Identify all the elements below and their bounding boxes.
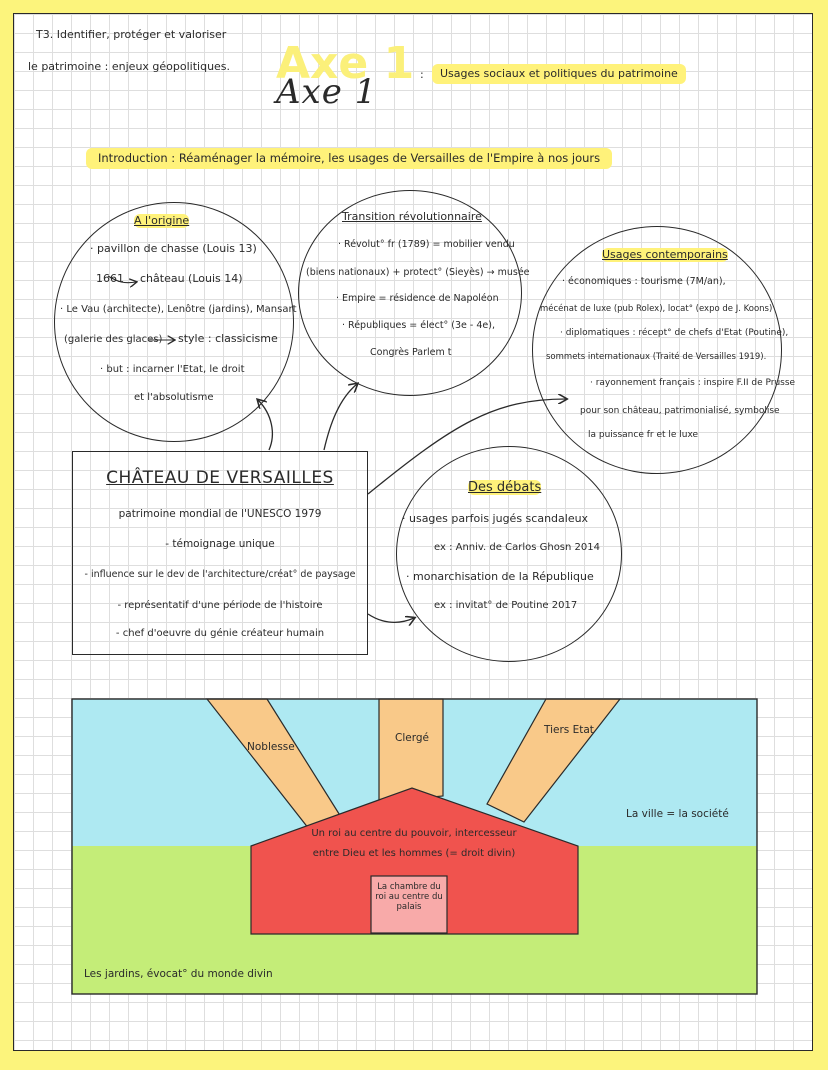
debats-line-2: ex : Anniv. de Carlos Ghosn 2014 <box>434 542 600 553</box>
origine-line-6: et l'absolutisme <box>134 392 214 403</box>
versailles-diagram <box>71 698 758 995</box>
label-noblesse: Noblesse <box>247 741 295 753</box>
label-roi-1: Un roi au centre du pouvoir, intercesseu… <box>311 828 517 839</box>
origine-line-5: · but : incarner l'Etat, le droit <box>100 364 245 375</box>
usages-circle <box>532 226 782 474</box>
course-line-1: T3. Identifier, protéger et valoriser <box>36 28 227 41</box>
usages-title: Usages contemporains <box>602 248 728 263</box>
arrow-to-origine <box>258 400 273 451</box>
usages-line-6: pour son château, patrimonialisé, symbol… <box>580 406 780 416</box>
origine-line-2b: château (Louis 14) <box>140 272 243 285</box>
origine-line-1: · pavillon de chasse (Louis 13) <box>90 242 257 255</box>
label-clerge: Clergé <box>395 732 429 744</box>
arrow-to-usages <box>367 399 566 495</box>
chateau-box <box>72 451 368 655</box>
arrow-to-transition <box>323 384 357 451</box>
usages-line-7: la puissance fr et le luxe <box>588 430 699 440</box>
origine-line-4a: (galerie des glaces) <box>64 334 163 345</box>
ray-clerge <box>378 698 444 803</box>
axe-title: Axe 1 <box>276 72 378 112</box>
notebook-page: T3. Identifier, protéger et valoriser le… <box>13 13 813 1051</box>
origine-line-4b: style : classicisme <box>178 332 278 345</box>
transition-line-5: Congrès Parlem t <box>370 347 452 358</box>
axe-subtitle: Usages sociaux et politiques du patrimoi… <box>432 64 686 85</box>
debats-title: Des débats <box>468 480 542 495</box>
arrow-to-debats <box>367 613 414 622</box>
usages-line-2: mécénat de luxe (pub Rolex), locat° (exp… <box>540 304 773 314</box>
label-chambre: La chambre du roi au centre du palais <box>375 882 443 913</box>
origine-line-2a: 1661 <box>96 272 124 285</box>
debats-line-1: · usages parfois jugés scandaleux <box>402 512 589 525</box>
usages-line-1: · économiques : tourisme (7M/an), <box>562 276 726 287</box>
label-tiers-etat: Tiers Etat <box>544 724 594 736</box>
axe-colon: : <box>420 68 424 81</box>
palace-shape <box>250 787 579 935</box>
transition-line-2: (biens nationaux) + protect° (Sieyès) → … <box>306 267 530 278</box>
arrow-1661 <box>107 275 136 283</box>
chateau-line-3: - influence sur le dev de l'architecture… <box>84 569 356 580</box>
chamber-box <box>370 875 448 934</box>
usages-line-5: · rayonnement français : inspire F.II de… <box>590 378 796 388</box>
transition-line-1: · Révolut° fr (1789) = mobilier vendu <box>338 239 515 250</box>
transition-line-3: · Empire = résidence de Napoléon <box>336 293 499 304</box>
connector-arrows <box>107 275 813 1051</box>
origine-line-3: · Le Vau (architecte), Lenôtre (jardins)… <box>60 304 297 315</box>
chateau-line-4: - représentatif d'une période de l'histo… <box>117 600 323 611</box>
axe-title-highlight: Axe 1 <box>276 38 415 89</box>
transition-circle <box>298 190 522 396</box>
transition-title: Transition révolutionnaire <box>342 210 482 223</box>
transition-line-4: · Républiques = élect° (3e - 4e), <box>342 320 495 331</box>
label-ville: La ville = la société <box>626 808 729 820</box>
chateau-line-5: - chef d'oeuvre du génie créateur humain <box>115 628 325 639</box>
label-roi-2: entre Dieu et les hommes (= droit divin) <box>312 848 516 859</box>
usages-line-3: · diplomatiques : récept° de chefs d'Eta… <box>560 328 789 338</box>
chateau-line-1: patrimoine mondial de l'UNESCO 1979 <box>118 508 322 520</box>
chateau-line-2: - témoignage unique <box>165 538 275 550</box>
debats-line-4: ex : invitat° de Poutine 2017 <box>434 600 578 611</box>
debats-line-3: · monarchisation de la République <box>406 570 594 583</box>
intro-line: Introduction : Réaménager la mémoire, le… <box>86 148 613 169</box>
label-jardins: Les jardins, évocat° du monde divin <box>84 968 273 980</box>
origine-circle <box>54 202 294 442</box>
course-line-2: le patrimoine : enjeux géopolitiques. <box>28 60 231 73</box>
usages-line-4: sommets internationaux (Traité de Versai… <box>546 352 767 362</box>
diagram-frame <box>71 698 758 995</box>
origine-title: A l'origine <box>134 214 190 229</box>
chateau-title: CHÂTEAU DE VERSAILLES <box>106 468 334 488</box>
debats-circle <box>396 446 622 662</box>
